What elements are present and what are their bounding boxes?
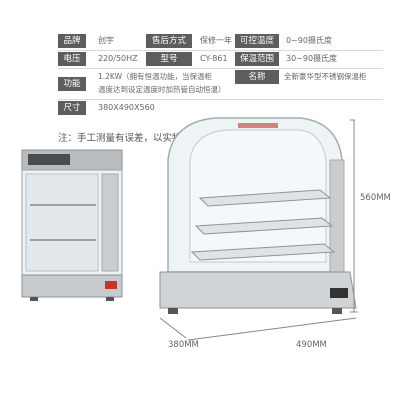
divider (58, 50, 383, 51)
size-label: 尺寸 (58, 101, 86, 115)
temp-control-value: 0~90摄氏度 (286, 36, 332, 45)
function-value-line1: 1.2KW（拥有恒温功能，当保温柜 (98, 72, 212, 81)
temp-control-label: 可控温度 (235, 34, 279, 48)
brand-value: 创宇 (98, 36, 114, 45)
after-sales-label: 售后方式 (146, 34, 192, 48)
voltage-value: 220/50HZ (98, 54, 138, 63)
function-label: 功能 (58, 77, 86, 91)
divider (58, 99, 383, 100)
size-value: 380X490X560 (98, 103, 155, 112)
keep-range-label: 保温范围 (235, 52, 279, 66)
dimension-lines (159, 119, 358, 341)
name-label: 名称 (235, 70, 279, 84)
depth-dimension: 380MM (168, 340, 199, 350)
voltage-label: 电压 (58, 52, 86, 66)
keep-range-value: 30~90摄氏度 (286, 54, 338, 63)
after-sales-value: 保修一年 (200, 36, 232, 45)
brand-label: 品牌 (58, 34, 86, 48)
model-value: CY-861 (200, 54, 228, 63)
model-label: 型号 (146, 52, 192, 66)
height-dimension: 560MM (360, 193, 391, 203)
name-value: 全新豪华型不锈钢保温柜 (284, 72, 367, 81)
function-value-line2: 温度达到设定温度时加热管自动恒温） (98, 85, 226, 94)
width-dimension: 490MM (296, 340, 327, 350)
large-cabinet-image (159, 117, 357, 314)
small-cabinet-image (21, 149, 123, 301)
divider (58, 68, 383, 69)
measurement-note: 注：手工测量有误差，以实物为准 (58, 133, 201, 144)
